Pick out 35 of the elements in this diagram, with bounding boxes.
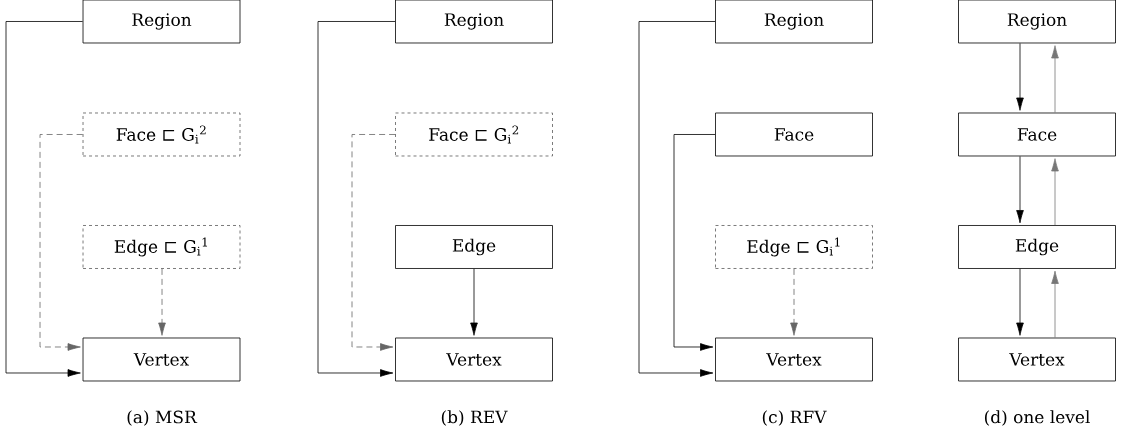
- arrow: [5, 21, 84, 377]
- arrow: [1016, 43, 1024, 111]
- box: Region: [395, 0, 553, 44]
- dashed-box: Edge ⊏ G$_{i}$1: [82, 225, 241, 269]
- arrow: [39, 134, 84, 351]
- caption: (d) one level: [984, 410, 1090, 426]
- box: Vertex: [715, 337, 873, 382]
- box: Edge: [395, 225, 553, 269]
- box: Vertex: [82, 337, 241, 382]
- caption: (a) MSR: [127, 410, 198, 426]
- arrow: [673, 134, 716, 351]
- box: Vertex: [395, 337, 553, 382]
- box: Region: [82, 0, 241, 44]
- box: Face: [715, 112, 873, 157]
- arrow: [638, 21, 716, 377]
- dashed-box: Face ⊏ G$_{i}$2: [395, 112, 553, 157]
- caption: (b) REV: [441, 410, 508, 426]
- arrow: [790, 268, 798, 336]
- arrow: [1051, 158, 1059, 226]
- box: Face: [958, 112, 1116, 157]
- arrow: [1051, 270, 1059, 338]
- arrow: [1051, 45, 1059, 113]
- box: Region: [715, 0, 873, 44]
- arrow: [158, 268, 166, 336]
- arrow: [470, 268, 478, 336]
- dashed-box: Face ⊏ G$_{i}$2: [82, 112, 241, 157]
- box: Vertex: [958, 337, 1116, 382]
- dashed-box: Edge ⊏ G$_{i}$1: [715, 225, 873, 269]
- arrow: [1016, 268, 1024, 336]
- box: Edge: [958, 225, 1116, 269]
- caption: (c) RFV: [762, 410, 827, 426]
- arrow: [1016, 156, 1024, 224]
- arrow: [351, 134, 396, 351]
- box: Region: [958, 0, 1116, 44]
- arrow: [317, 21, 396, 377]
